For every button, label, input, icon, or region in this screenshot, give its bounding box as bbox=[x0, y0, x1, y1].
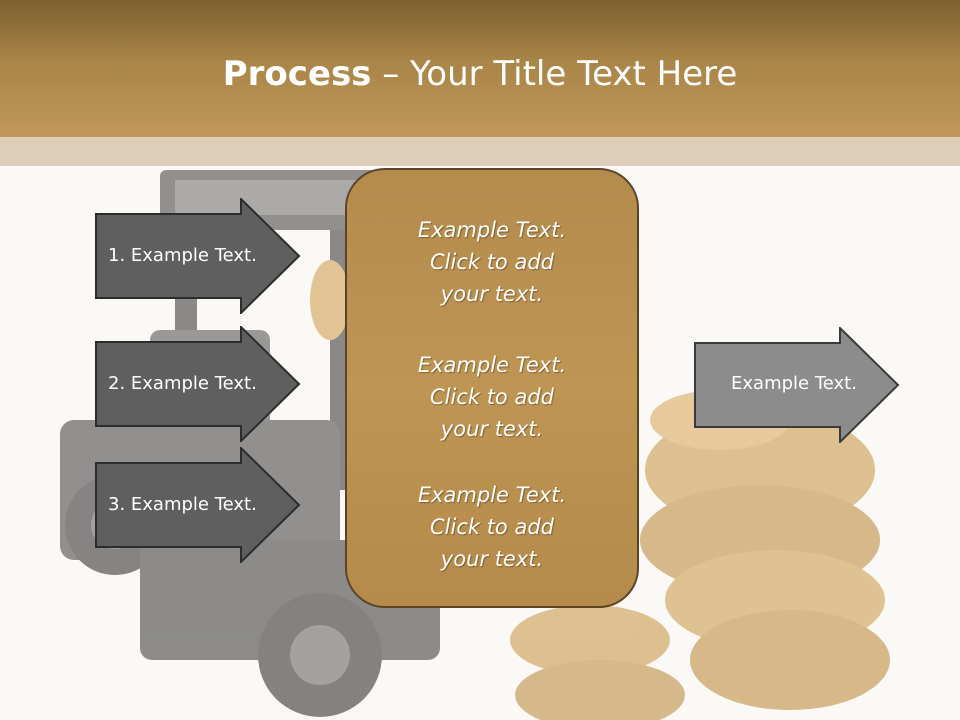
center-text-box[interactable]: Example Text. Click to add your text. Ex… bbox=[345, 168, 639, 608]
center-paragraph-1-line-1: Example Text. bbox=[417, 218, 567, 242]
step-arrow-1[interactable] bbox=[95, 198, 301, 314]
step-label-3: 3. Example Text. bbox=[108, 494, 257, 515]
center-paragraph-1-line-2: Click to add bbox=[429, 250, 554, 274]
step-arrow-2[interactable] bbox=[95, 326, 301, 442]
output-arrow[interactable] bbox=[694, 327, 900, 443]
center-paragraph-3-line-2: Click to add bbox=[429, 515, 554, 539]
title-bold: Process bbox=[222, 54, 372, 94]
title-rest: – Your Title Text Here bbox=[371, 54, 738, 94]
header-band bbox=[0, 0, 960, 137]
center-paragraph-2: Example Text. Click to add your text. bbox=[347, 349, 637, 445]
step-label-2: 2. Example Text. bbox=[108, 373, 257, 394]
step-arrow-3[interactable] bbox=[95, 447, 301, 563]
center-paragraph-2-line-3: your text. bbox=[440, 417, 544, 441]
slide-title[interactable]: Process – Your Title Text Here bbox=[0, 50, 960, 98]
step-label-1: 1. Example Text. bbox=[108, 245, 257, 266]
center-paragraph-1: Example Text. Click to add your text. bbox=[347, 214, 637, 310]
center-paragraph-3-line-3: your text. bbox=[440, 547, 544, 571]
center-paragraph-2-line-2: Click to add bbox=[429, 385, 554, 409]
center-paragraph-3: Example Text. Click to add your text. bbox=[347, 479, 637, 575]
center-paragraph-3-line-1: Example Text. bbox=[417, 483, 567, 507]
output-label: Example Text. bbox=[731, 373, 857, 394]
center-paragraph-2-line-1: Example Text. bbox=[417, 353, 567, 377]
center-paragraph-1-line-3: your text. bbox=[440, 282, 544, 306]
header-strip bbox=[0, 137, 960, 166]
